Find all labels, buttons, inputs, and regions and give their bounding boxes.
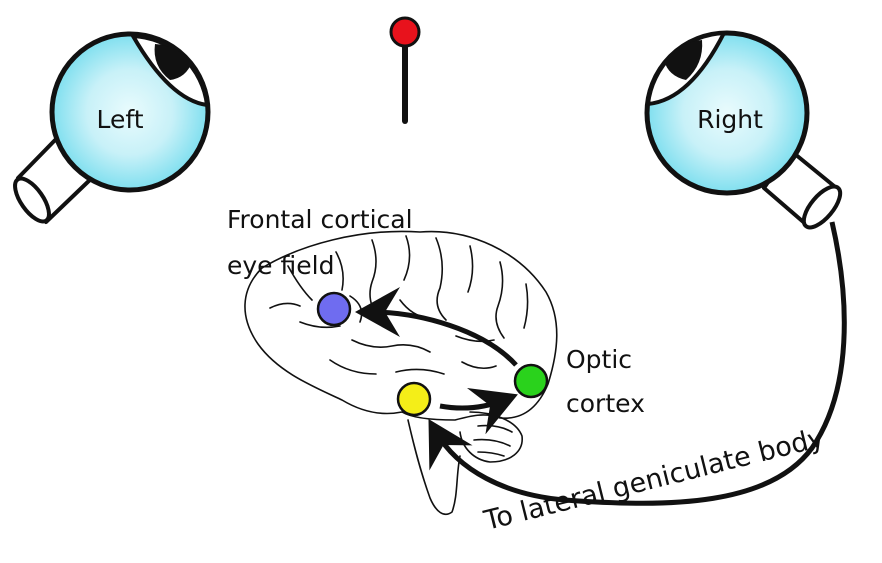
right-eye: Right	[647, 33, 846, 233]
brain-cerebellum-outline	[460, 412, 522, 462]
arrow-lgb-to-optic-cortex	[440, 400, 504, 408]
arrow-optic-cortex-to-frontal	[370, 312, 516, 365]
optic-cortex-label-line2: cortex	[566, 389, 645, 418]
right-eye-label: Right	[697, 105, 763, 134]
optic-cortex-dot	[515, 365, 547, 397]
lateral-geniculate-dot	[398, 383, 430, 415]
frontal-eye-field-label-line1: Frontal cortical	[227, 205, 413, 234]
pin-icon	[391, 18, 419, 121]
frontal-eye-field-label-line2: eye field	[227, 251, 334, 280]
optic-cortex-label-line1: Optic	[566, 345, 632, 374]
left-eye-label: Left	[96, 105, 143, 134]
brain-stem-outline	[408, 420, 460, 514]
frontal-eye-field-dot	[318, 293, 350, 325]
brain-cerebellum-folds	[474, 426, 512, 456]
left-eye: Left	[9, 34, 208, 227]
